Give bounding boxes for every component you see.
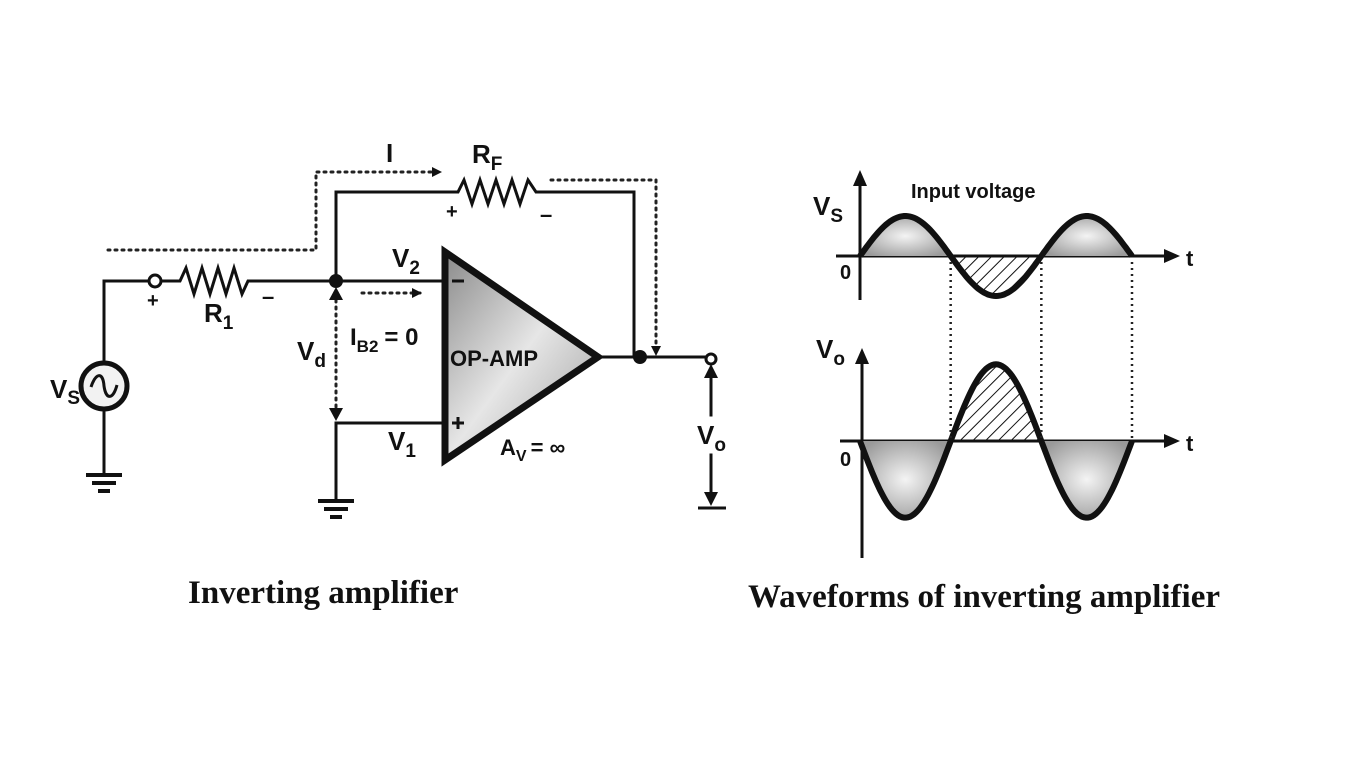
circuit-caption: Inverting amplifier xyxy=(188,575,458,611)
rf-plus-sign: + xyxy=(446,201,458,223)
input-zero-label: 0 xyxy=(840,262,851,284)
output-y-axis-label: Vo xyxy=(816,334,845,370)
feedback-current-dotted xyxy=(549,178,661,356)
input-x-axis-arrow-icon xyxy=(1164,249,1180,263)
ac-source-icon xyxy=(78,360,130,412)
output-sine-curve xyxy=(857,361,1135,521)
input-plus-sign: + xyxy=(147,290,159,312)
input-y-axis-arrow-icon xyxy=(853,170,867,186)
output-half-cycle-hatched-positive xyxy=(950,364,1042,441)
ground-icon xyxy=(86,473,122,493)
waveforms-caption: Waveforms of inverting amplifier xyxy=(748,579,1220,615)
input-sine-curve xyxy=(857,213,1135,300)
inverting-amplifier-circuit: VS + R1 – RF + – I Vd IB2= 0 xyxy=(50,138,726,611)
vo-arrow-down-icon xyxy=(704,492,718,506)
input-terminal xyxy=(147,273,163,289)
output-node xyxy=(633,350,647,364)
ground-icon xyxy=(318,499,354,519)
output-x-axis-arrow-icon xyxy=(1164,434,1180,448)
vd-arrow-down-icon xyxy=(329,408,343,421)
input-half-cycle-shaded-positive xyxy=(1041,216,1132,256)
vd-label: Vd xyxy=(297,336,326,372)
input-waveform xyxy=(857,213,1135,300)
waveforms-chart: VS 0 t Input voltage Vo 0 t Waveforms of… xyxy=(748,170,1220,615)
r1-minus-sign: – xyxy=(262,284,274,309)
vo-arrow-up-icon xyxy=(704,364,718,378)
input-half-cycle-hatched-negative xyxy=(950,256,1042,296)
ib2-label: IB2= 0 xyxy=(350,324,418,356)
opamp-symbol xyxy=(441,245,605,467)
output-time-label: t xyxy=(1186,431,1194,456)
opamp-label: OP-AMP xyxy=(450,346,538,371)
opamp-plus-icon xyxy=(452,417,464,429)
output-half-cycle-shaded-negative xyxy=(860,441,951,518)
output-terminal xyxy=(704,352,718,366)
input-time-label: t xyxy=(1186,246,1194,271)
source-label: VS xyxy=(50,374,80,409)
v1-label: V1 xyxy=(388,426,416,462)
current-path-dotted xyxy=(106,167,442,252)
rf-minus-sign: – xyxy=(540,202,552,227)
output-zero-label: 0 xyxy=(840,449,851,471)
r1-label: R1 xyxy=(204,298,234,334)
current-label: I xyxy=(386,138,393,168)
rf-label: RF xyxy=(472,139,502,175)
output-y-axis-arrow-icon xyxy=(855,348,869,364)
output-waveform xyxy=(857,361,1135,521)
non-inverting-input-wire xyxy=(334,421,447,502)
v2-label: V2 xyxy=(392,243,420,279)
feedback-wire xyxy=(334,175,636,359)
source-wire-top xyxy=(102,279,152,387)
input-title: Input voltage xyxy=(911,181,1035,203)
vd-arrow-up-icon xyxy=(329,287,343,300)
vo-label: Vo xyxy=(697,420,726,456)
input-y-axis-label: VS xyxy=(813,191,843,227)
r1-resistor-icon xyxy=(159,262,337,300)
gain-label: AV= ∞ xyxy=(500,435,565,465)
output-half-cycle-shaded-negative xyxy=(1041,441,1132,518)
input-half-cycle-shaded-positive xyxy=(860,216,951,256)
